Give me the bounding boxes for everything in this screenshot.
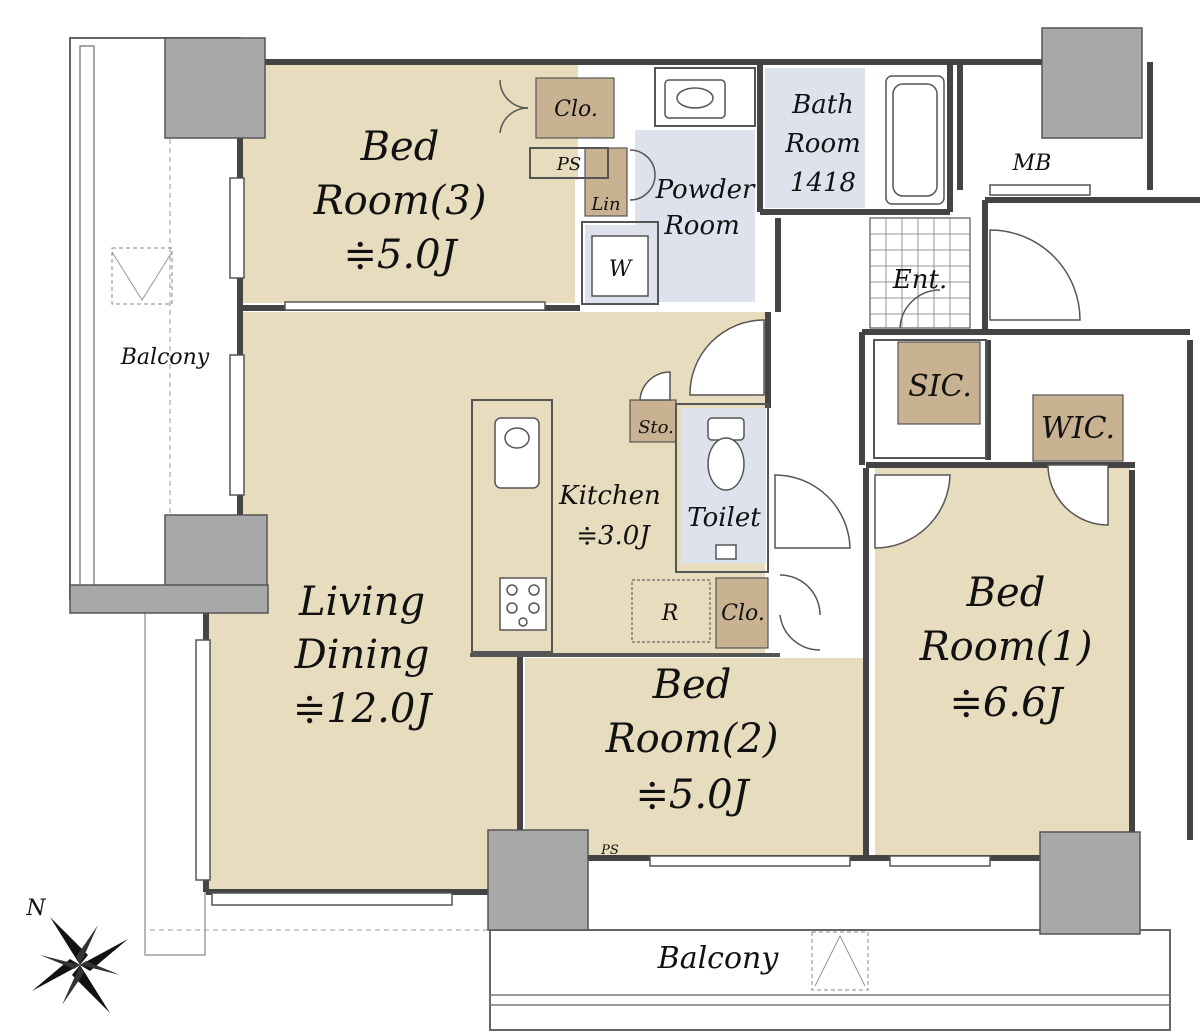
toilet-name: Toilet [687, 503, 761, 533]
bedroom-3-area: ≑5.0J [343, 232, 458, 278]
bath-name-2: Room [784, 129, 861, 159]
living-area: ≑12.0J [293, 686, 434, 732]
compass-north-label: N [25, 896, 46, 921]
partitions [470, 67, 987, 657]
powder-name-2: Room [663, 211, 740, 241]
ps-bottom-name: PS [600, 843, 619, 858]
wic-name: WIC. [1041, 411, 1115, 446]
storage-closet [629, 399, 677, 443]
bedroom-1-area: ≑6.6J [949, 680, 1064, 726]
living-name: Living [298, 579, 425, 625]
bedroom-1-name-2: Room(1) [919, 624, 1093, 670]
entrance-name: Ent. [892, 265, 947, 295]
sic-closet [897, 341, 981, 425]
sic-name: SIC. [908, 369, 972, 404]
bedroom-2-area: ≑5.0J [635, 772, 750, 818]
closet-top-name: Clo. [554, 97, 598, 122]
structural-columns [69, 27, 1143, 935]
kitchen-area-value: ≑3.0J [576, 521, 651, 551]
windows [195, 177, 1091, 906]
closet-mid [715, 577, 769, 649]
washer-box [591, 235, 649, 297]
bath-size: 1418 [790, 168, 856, 198]
dining-name: Dining [294, 632, 430, 678]
bedroom-1-name: Bed [966, 570, 1046, 616]
bedroom-3-name: Bed [360, 124, 440, 170]
west-balcony-name: Balcony [120, 345, 210, 370]
stove-icon [499, 577, 547, 631]
washer-name: W [609, 257, 634, 282]
closet-top [535, 77, 615, 139]
linen-closet [584, 147, 628, 217]
kitchen-name: Kitchen [558, 481, 661, 511]
sink-icon [494, 417, 540, 489]
south-balcony [144, 604, 1171, 1031]
powder-name: Powder [655, 175, 756, 205]
bath-name: Bath [791, 90, 854, 120]
closet-mid-name: Clo. [721, 601, 765, 626]
mb-name: MB [1012, 151, 1052, 176]
fridge-name: R [661, 601, 679, 626]
bedroom-2 [525, 658, 863, 856]
storage-name: Sto. [638, 417, 674, 438]
ps-top-name: PS [556, 154, 581, 175]
compass-icon: N [25, 896, 128, 1013]
bedroom-2-name: Bed [652, 662, 732, 708]
room-fills [208, 65, 1130, 890]
bedroom-2-name-2: Room(2) [605, 716, 779, 762]
room-labels: Bed Room(3) ≑5.0J Living Dining ≑12.0J K… [120, 90, 1115, 976]
toilet-icon [707, 417, 745, 560]
bathtub-icon [885, 75, 945, 205]
linen-name: Lin [590, 194, 620, 215]
washbasin-icon [664, 79, 726, 119]
south-balcony-name: Balcony [657, 941, 780, 976]
wic-closet [1032, 394, 1124, 462]
bedroom-3-name-2: Room(3) [313, 178, 487, 224]
entrance-tiles [869, 217, 971, 329]
bedroom-3 [242, 65, 575, 303]
door-swings [499, 79, 1109, 651]
bath-room [765, 68, 865, 208]
